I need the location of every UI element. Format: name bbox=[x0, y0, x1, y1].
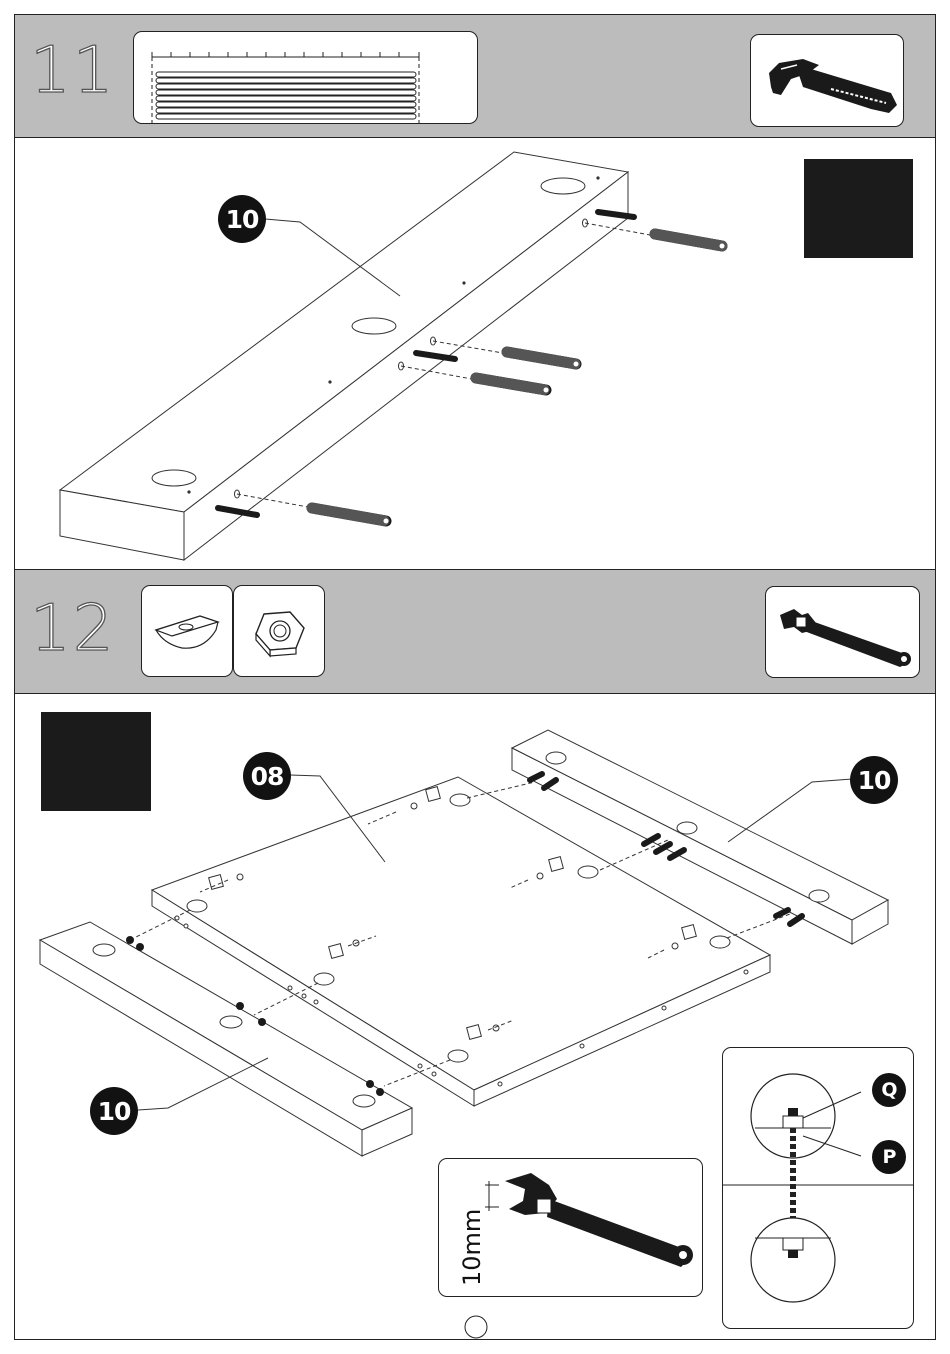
page-number-marker bbox=[0, 0, 950, 1354]
